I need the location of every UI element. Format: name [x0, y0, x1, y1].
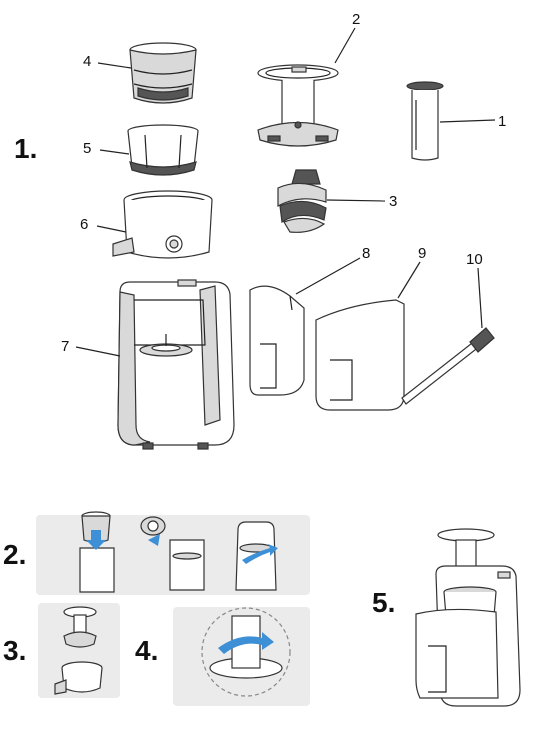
step-5-assembled-juicer	[415, 528, 521, 707]
part-2-hopper-lid	[257, 64, 339, 147]
step-1-label: 1.	[14, 133, 37, 164]
step-3-label: 3.	[3, 635, 26, 666]
step-2-label: 2.	[3, 539, 26, 570]
step-2-illustration-insert-bowl	[79, 511, 115, 593]
part-3-auger	[277, 169, 327, 233]
part-4-fine-strainer	[129, 42, 197, 104]
step-2-illustration-rotate-lock	[235, 521, 278, 591]
label-10: 10	[466, 251, 483, 268]
leader-1	[439, 119, 496, 123]
part-10-cleaning-brush	[401, 327, 495, 405]
rotate-arrow-icon	[218, 632, 274, 654]
step-4-label: 4.	[135, 635, 158, 666]
step-5-label: 5.	[372, 587, 395, 618]
diagonal-arrow-icon	[148, 534, 160, 546]
down-arrow-icon	[86, 530, 106, 550]
leader-6	[96, 225, 127, 233]
label-3: 3	[389, 193, 397, 210]
leader-10	[477, 267, 483, 329]
part-1-pusher	[406, 81, 444, 161]
leader-5	[99, 149, 130, 155]
part-5-rotating-brush	[127, 124, 199, 176]
step-3-illustration-attach-lid	[54, 606, 103, 695]
step-2-illustration-insert-strainer	[140, 516, 205, 591]
label-8: 8	[362, 245, 370, 262]
label-9: 9	[418, 245, 426, 262]
leader-9	[397, 261, 421, 299]
leader-7	[75, 346, 121, 357]
step-4-illustration-lock-detail	[201, 607, 291, 697]
part-6-juicing-bowl	[112, 190, 213, 259]
leader-2	[334, 27, 356, 64]
rotate-arrow-icon	[242, 544, 278, 564]
label-6: 6	[80, 216, 88, 233]
label-5: 5	[83, 140, 91, 157]
leader-4	[97, 62, 132, 69]
part-8-juice-cup	[249, 285, 305, 396]
leader-8	[295, 257, 361, 295]
part-7-motor-base	[117, 279, 235, 450]
label-2: 2	[352, 11, 360, 28]
leader-3	[326, 199, 386, 202]
part-9-pulp-container	[315, 299, 405, 411]
label-4: 4	[83, 53, 91, 70]
label-1: 1	[498, 113, 506, 130]
label-7: 7	[61, 338, 69, 355]
